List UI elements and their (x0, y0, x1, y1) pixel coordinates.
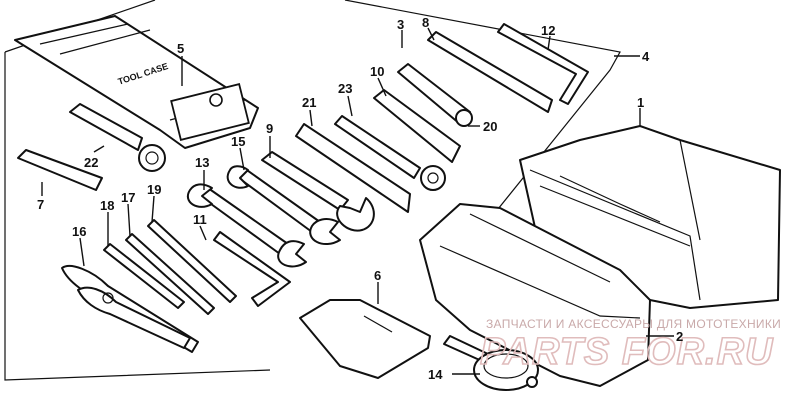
part-label-4: 4 (642, 49, 650, 64)
watermark-text: ЗАПЧАСТИ И АКСЕССУАРЫ ДЛЯ МОТОТЕХНИКИ (486, 317, 781, 331)
extension-bar-8 (427, 31, 553, 113)
wrench-15 (226, 165, 341, 245)
part-label-14: 14 (428, 367, 443, 382)
part-label-13: 13 (195, 155, 209, 170)
plug-wrench-14 (443, 335, 539, 391)
part-label-7: 7 (37, 197, 44, 212)
part-label-17: 17 (121, 190, 135, 205)
part-label-20: 20 (483, 119, 497, 134)
watermark-logo: PARTS FOR.RU (480, 331, 774, 373)
wrench-13 (187, 183, 307, 268)
part-label-21: 21 (302, 95, 316, 110)
part-label-8: 8 (422, 15, 429, 30)
watermark: ЗАПЧАСТИ И АКСЕССУАРЫ ДЛЯ МОТОТЕХНИКИ PA… (479, 317, 781, 374)
hex-key-11 (213, 231, 291, 307)
part-label-15: 15 (231, 134, 245, 149)
wrench-22 (69, 103, 166, 172)
part-label-12: 12 (541, 23, 555, 38)
bar-7 (17, 149, 103, 191)
part-label-23: 23 (338, 81, 352, 96)
part-label-18: 18 (100, 198, 114, 213)
part-label-22: 22 (84, 155, 98, 170)
part-label-11: 11 (193, 212, 207, 227)
part-label-5: 5 (177, 41, 184, 56)
part-label-10: 10 (370, 64, 384, 79)
bar-21 (295, 123, 411, 213)
part-label-6: 6 (374, 268, 381, 283)
part-label-1: 1 (637, 95, 644, 110)
pouch-6 (299, 299, 431, 379)
part-label-9: 9 (266, 121, 273, 136)
part-label-19: 19 (147, 182, 161, 197)
tool-bag: TOOL CASE (14, 15, 259, 149)
pliers-16 (61, 265, 199, 353)
part-labels: 1 2 3 4 5 6 7 8 9 10 11 12 13 14 15 16 1… (37, 15, 683, 382)
wrench-23 (334, 115, 446, 191)
part-label-3: 3 (397, 17, 404, 32)
part-label-2: 2 (676, 329, 683, 344)
socket-10 (373, 63, 473, 163)
hex-key-12 (497, 23, 589, 105)
wrench-9 (261, 151, 375, 232)
part-label-16: 16 (72, 224, 86, 239)
cover-2 (419, 203, 651, 387)
leader-lines (41, 27, 674, 375)
